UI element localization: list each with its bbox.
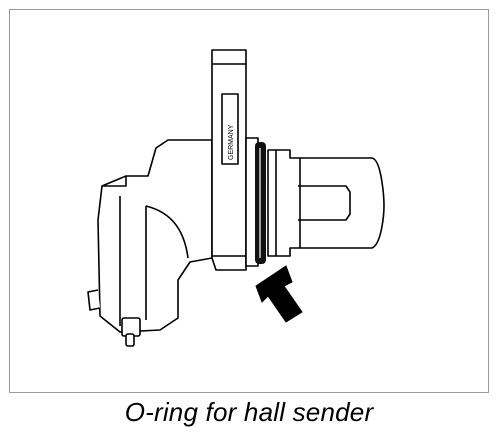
arrow-icon <box>255 265 303 323</box>
barrel-slot <box>298 185 351 221</box>
label-plate <box>221 93 239 165</box>
germany-marking: GERMANY <box>228 124 235 160</box>
connector-housing <box>97 139 213 333</box>
figure-caption: O-ring for hall sender <box>124 397 374 427</box>
elbow-curve <box>145 205 189 259</box>
sensor-barrel <box>267 149 385 257</box>
